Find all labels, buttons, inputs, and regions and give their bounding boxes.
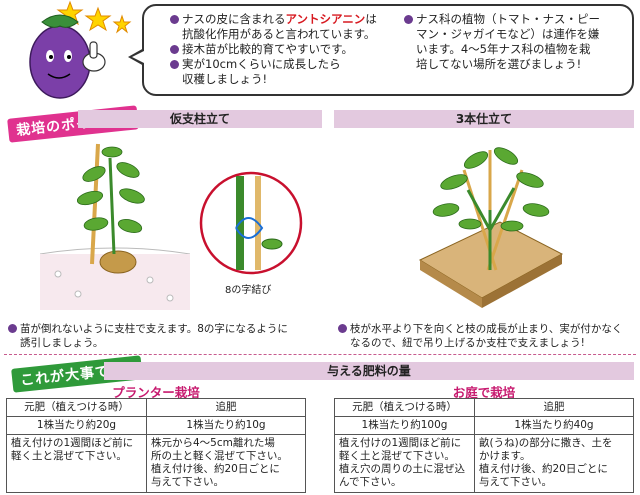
bullet-icon bbox=[404, 15, 413, 24]
garden-col1-header: 元肥（植えつける時） bbox=[334, 398, 475, 417]
garden-col2-header: 追肥 bbox=[474, 398, 634, 417]
support-pole-illustration bbox=[40, 143, 190, 310]
garden-table: 元肥（植えつける時） 追肥 1株当たり約100g 1株当たり約40g 植え付けの… bbox=[334, 398, 634, 493]
planter-col2-amount: 1株当たり約10g bbox=[146, 416, 306, 435]
garden-title: お庭で栽培 bbox=[452, 385, 516, 400]
support-caption: 苗が倒れないように支柱で支えます。8の字になるように 誘引しましょう。 bbox=[8, 322, 328, 350]
planter-col1-amount: 1株当たり約20g bbox=[6, 416, 147, 435]
section-bar-support: 仮支柱立て bbox=[78, 110, 322, 128]
garden-col1-note: 植え付けの1週間ほど前に 軽く土と混ぜて下さい。 植え穴の周りの土に混ぜ込 んで… bbox=[334, 434, 475, 493]
garden-col2-note: 畝(うね)の部分に撒き、土を かけます。 植え付け後、約20日ごとに 与えて下さ… bbox=[474, 434, 634, 493]
section-bar-three-stem: 3本仕立て bbox=[334, 110, 634, 128]
planter-col2-header: 追肥 bbox=[146, 398, 306, 417]
bubble-tail-inner bbox=[132, 51, 144, 63]
bullet-icon bbox=[8, 324, 17, 333]
planter-col1-note: 植え付けの1週間ほど前に 軽く土と混ぜて下さい。 bbox=[6, 434, 147, 493]
planter-col1-header: 元肥（植えつける時） bbox=[6, 398, 147, 417]
planter-title: プランター栽培 bbox=[112, 385, 200, 400]
three-stem-caption: 枝が水平より下を向くと枝の成長が止まり、実が付かなく なるので、紐で吊り上げるか… bbox=[338, 322, 638, 350]
figure-eight-knot-illustration bbox=[199, 171, 303, 275]
garden-col1-amount: 1株当たり約100g bbox=[334, 416, 475, 435]
bullet-icon bbox=[170, 15, 179, 24]
garden-col2-amount: 1株当たり約40g bbox=[474, 416, 634, 435]
planter-table: 元肥（植えつける時） 追肥 1株当たり約20g 1株当たり約10g 植え付けの1… bbox=[6, 398, 306, 493]
eggplant-mascot-icon bbox=[29, 0, 132, 99]
divider bbox=[4, 354, 636, 355]
bullet-icon bbox=[170, 45, 179, 54]
fertilizer-title-bar: 与える肥料の量 bbox=[104, 362, 634, 380]
tips-left: ナスの皮に含まれるアントシアニンは 抗酸化作用があると言われています。 接木苗が… bbox=[170, 12, 395, 87]
three-stem-illustration bbox=[418, 147, 564, 308]
bullet-icon bbox=[170, 60, 179, 69]
bullet-icon bbox=[338, 324, 347, 333]
knot-label: 8の字結び bbox=[225, 285, 272, 296]
tips-right: ナス科の植物（トマト・ナス・ピー マン・ジャガイモなど）は連作を嫌 います。4～… bbox=[404, 12, 630, 72]
planter-col2-note: 株元から4～5cm離れた場 所の土と軽く混ぜて下さい。 植え付け後、約20日ごと… bbox=[146, 434, 306, 493]
